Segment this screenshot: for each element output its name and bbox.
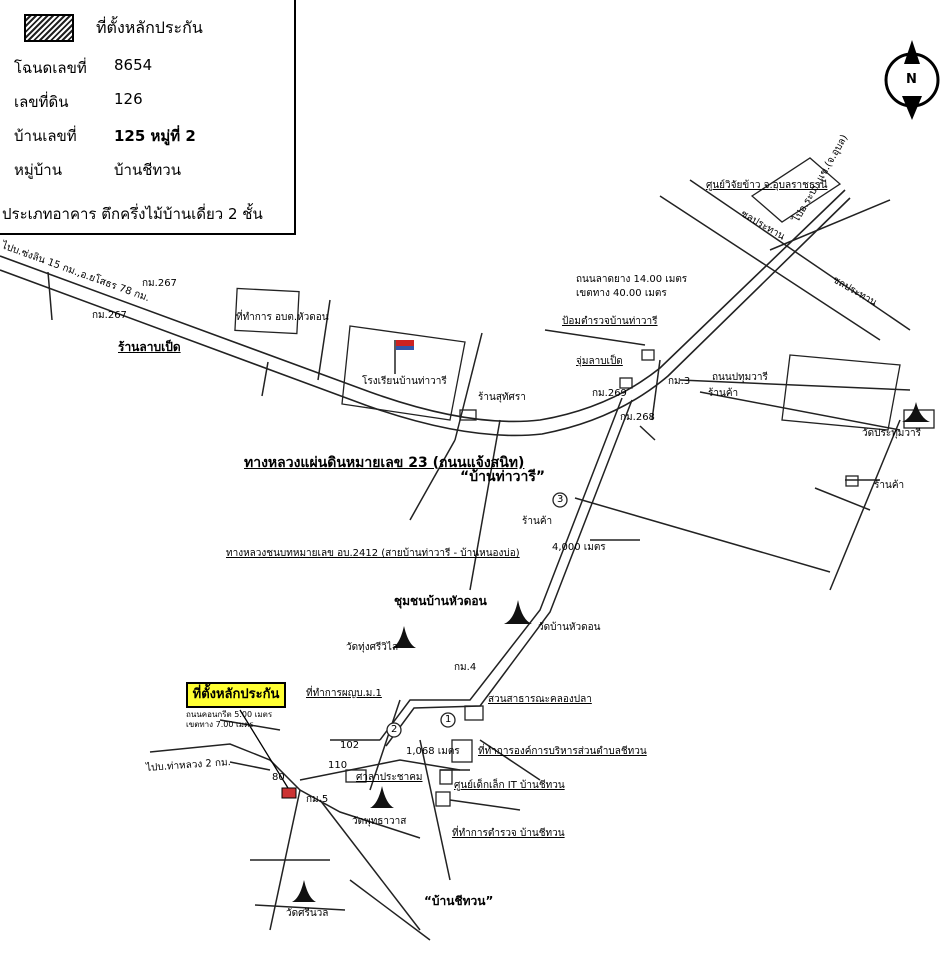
label-wat-huadon: วัดบ้านหัวดอน	[538, 622, 601, 633]
label-wat-tung: วัดทุ่งศรีวิไล	[346, 642, 399, 653]
label-n110: 110	[328, 760, 348, 771]
highway-23-lower	[0, 197, 851, 437]
flag-icon	[394, 340, 414, 374]
circle-3-label: 3	[557, 494, 564, 505]
legend-building-type: ประเภทอาคาร ตึกครึ่งไม้บ้านเดี่ยว 2 ชั้น	[2, 205, 263, 223]
label-road-width: ถนนลาดยาง 14.00 เมตร	[576, 274, 688, 285]
label-sala: ศาลาประชาคม	[356, 772, 423, 783]
label-concrete-reserve: เขตทาง 7.00 เมตร	[186, 720, 254, 729]
label-rural-road: ทางหลวงชนบทหมายเลข อบ.2412 (สายบ้านท่าวา…	[226, 548, 520, 559]
temple-icons	[292, 402, 930, 902]
label-km3: กม.3	[668, 376, 691, 387]
compass-letter: N	[906, 72, 917, 87]
circle-1-label: 1	[445, 714, 452, 725]
label-shop-suthida: ร้านสุทัศรา	[478, 392, 526, 403]
circle-2-label: 2	[391, 724, 398, 735]
label-n80: 80	[272, 772, 285, 783]
site-marker-icon	[281, 787, 297, 799]
label-concrete-road: ถนนคอนกรีต 5.00 เมตร	[186, 710, 273, 719]
label-school: โรงเรียนบ้านท่าวารี	[362, 376, 447, 387]
label-road-reserve: เขตทาง 40.00 เมตร	[576, 288, 667, 299]
label-office: ที่ทำการ อบต.หัวดอน	[236, 312, 329, 323]
site-badge: ที่ตั้งหลักประกัน	[186, 682, 286, 708]
label-shop-a: ร้านค้า	[708, 388, 739, 399]
label-highway23: ทางหลวงแผ่นดินหมายเลข 23 (ถนนแจ้งสนิท)	[244, 455, 525, 471]
label-wat-prathum: วัดประทุมวารี	[862, 428, 921, 439]
hatched-symbol	[24, 14, 74, 42]
label-wat-srinuan: วัดศรีนวล	[286, 908, 329, 919]
label-it-center: ศูนย์เด็กเล็ก IT บ้านชีทวน	[454, 780, 565, 791]
label-village-thawari: “บ้านท่าวารี”	[460, 469, 546, 485]
label-sanamchai-road: ถนนปทุมวารี	[712, 372, 768, 383]
compass-icon	[884, 40, 940, 120]
label-office-b: ที่ทำการผญบ.ม.1	[306, 688, 382, 699]
legend-box: ที่ตั้งหลักประกัน โฉนดเลขที่ 8654 เลขที่…	[0, 0, 296, 235]
label-police-station: ที่ทำการตำรวจ บ้านชีทวน	[452, 828, 565, 839]
label-village-chithuan: “บ้านชีทวน”	[424, 894, 494, 908]
label-public-park: สวนสาธารณะคลองปลา	[488, 694, 592, 705]
label-police-box: ป้อมตำรวจบ้านท่าวารี	[562, 316, 658, 327]
label-dist-1068: 1,068 เมตร	[406, 746, 460, 757]
label-tambon-office: ที่ทำการองค์การบริหารส่วนตำบลชีทวน	[478, 746, 647, 757]
legend-symbol-label: ที่ตั้งหลักประกัน	[96, 18, 203, 37]
label-km268: กม.268	[620, 412, 655, 423]
label-shop-b: ร้านค้า	[874, 480, 905, 491]
label-km267a: กม.267	[142, 278, 177, 289]
label-km4: กม.4	[454, 662, 477, 673]
label-n102: 102	[340, 740, 360, 751]
label-dist-4000: 4,000 เมตร	[552, 542, 606, 553]
label-duck-corner: จุ่มลาบเป็ด	[576, 356, 623, 367]
label-km269: กม.269	[592, 388, 627, 399]
rural-road-a	[379, 397, 623, 741]
label-duck-shop: ร้านลาบเป็ด	[118, 340, 181, 354]
label-community: ชุมชนบ้านหัวดอน	[394, 594, 487, 608]
label-shop-c: ร้านค้า	[522, 516, 553, 527]
label-rice-center: ศูนย์วิจัยข้าว จ.อุบลราชธานี	[706, 180, 828, 191]
label-km267b: กม.267	[92, 310, 127, 321]
label-wat-phuthawas: วัดพุทธาวาส	[352, 816, 407, 827]
label-km5: กม.5	[306, 794, 329, 805]
